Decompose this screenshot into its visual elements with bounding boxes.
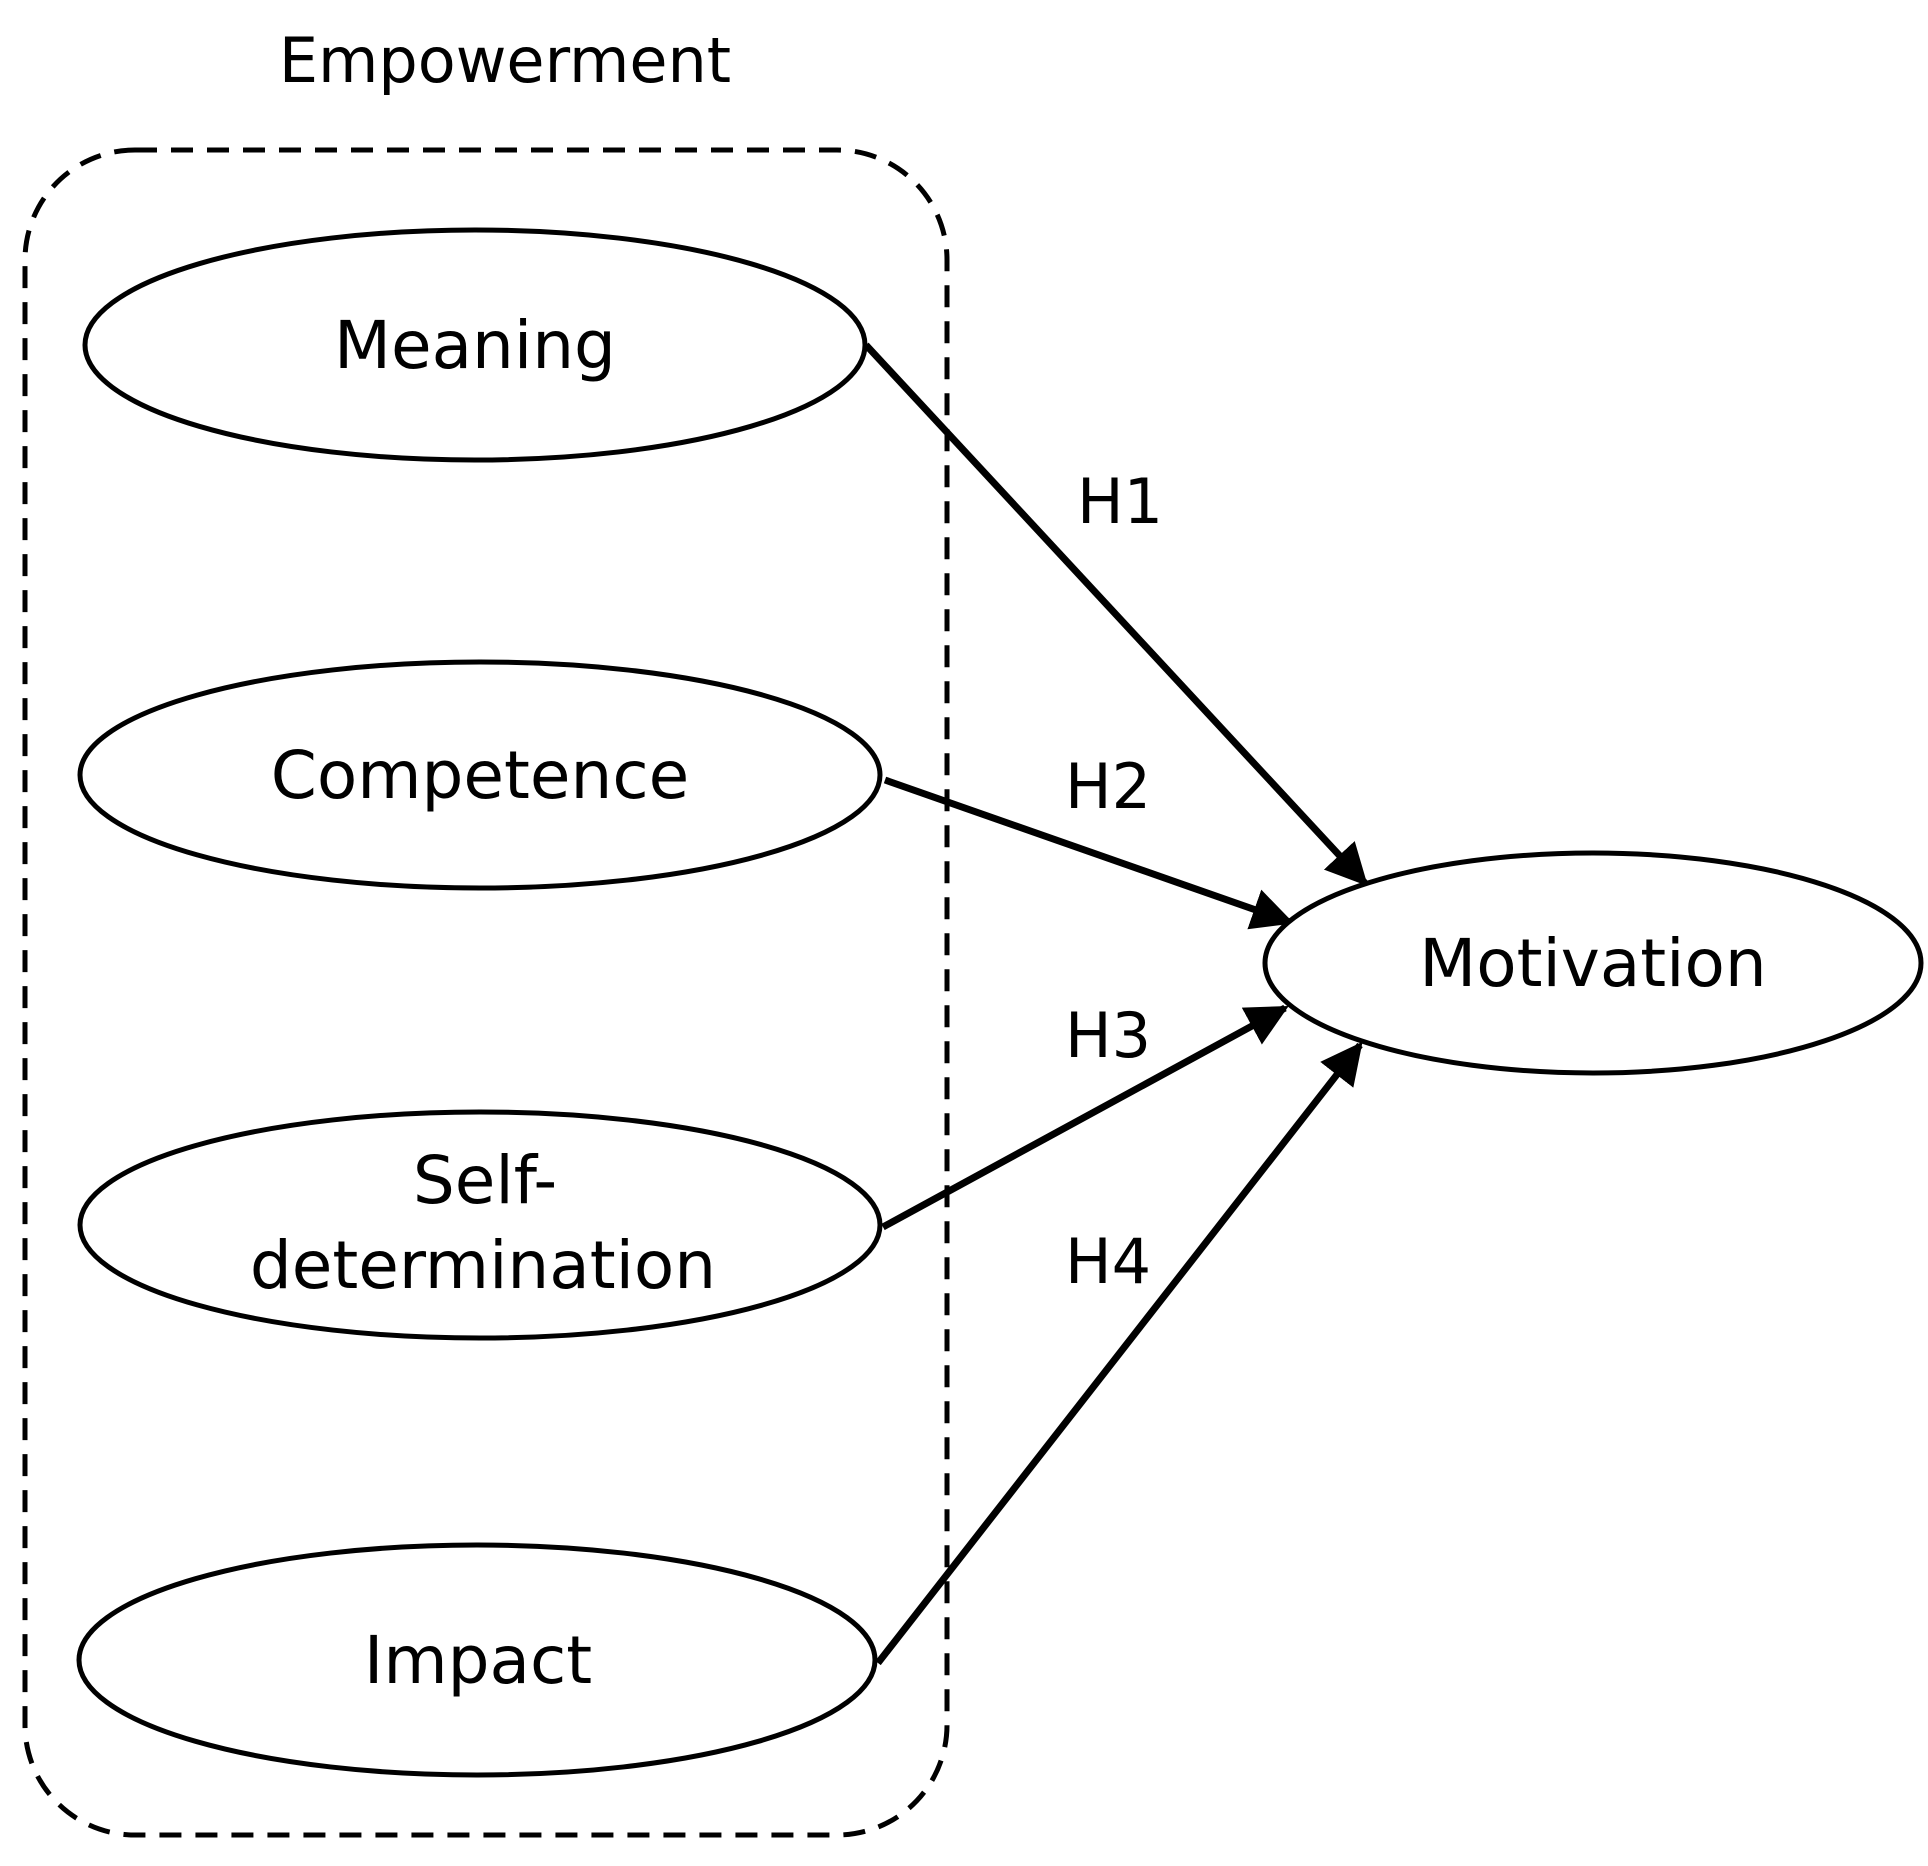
edge-label-h4: H4 <box>1065 1225 1151 1298</box>
node-competence-ellipse <box>77 659 883 891</box>
edge-h1 <box>863 342 1368 887</box>
node-meaning: Meaning <box>82 227 868 463</box>
node-impact-label: Impact <box>364 1622 592 1699</box>
group-title: Empowerment <box>279 24 731 97</box>
node-impact-ellipse <box>76 1542 878 1778</box>
node-competence: Competence <box>77 659 883 891</box>
edge-h2 <box>883 776 1294 930</box>
node-self-determination: Self- determination <box>77 1109 883 1341</box>
node-competence-label: Competence <box>271 737 689 814</box>
node-self-determination-label-line1: Self- <box>413 1142 557 1219</box>
node-self-determination-label-line2: determination <box>250 1227 716 1304</box>
node-meaning-label: Meaning <box>334 307 616 384</box>
node-motivation-label: Motivation <box>1419 925 1766 1002</box>
node-meaning-ellipse <box>82 227 868 463</box>
node-motivation-ellipse <box>1262 850 1924 1076</box>
edge-label-h1: H1 <box>1077 465 1163 538</box>
node-impact: Impact <box>76 1542 878 1778</box>
empowerment-group-box <box>22 147 950 1838</box>
edge-h4 <box>875 1041 1363 1666</box>
edge-label-h3: H3 <box>1065 999 1151 1072</box>
edge-label-h2: H2 <box>1065 750 1151 823</box>
node-motivation: Motivation <box>1262 850 1924 1076</box>
edge-h3 <box>881 1004 1289 1231</box>
node-self-determination-ellipse <box>77 1109 883 1341</box>
